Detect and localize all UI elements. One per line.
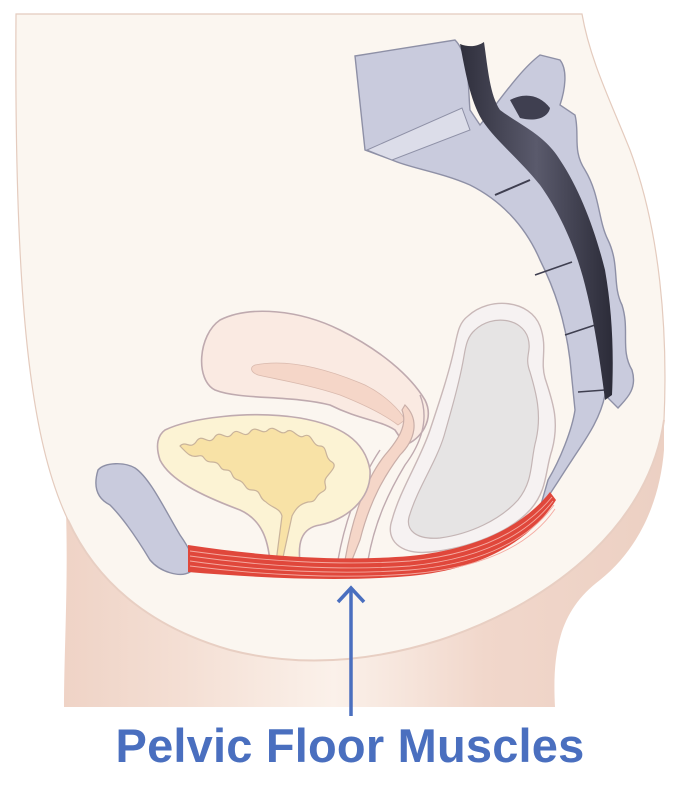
bladder-lumen xyxy=(179,427,335,563)
figure-label: Pelvic Floor Muscles xyxy=(115,719,585,772)
spinal-canal xyxy=(460,42,613,400)
pelvic-floor-muscles xyxy=(188,492,556,579)
arrow-pointer xyxy=(336,585,366,716)
sacrum-coccyx xyxy=(354,39,635,509)
